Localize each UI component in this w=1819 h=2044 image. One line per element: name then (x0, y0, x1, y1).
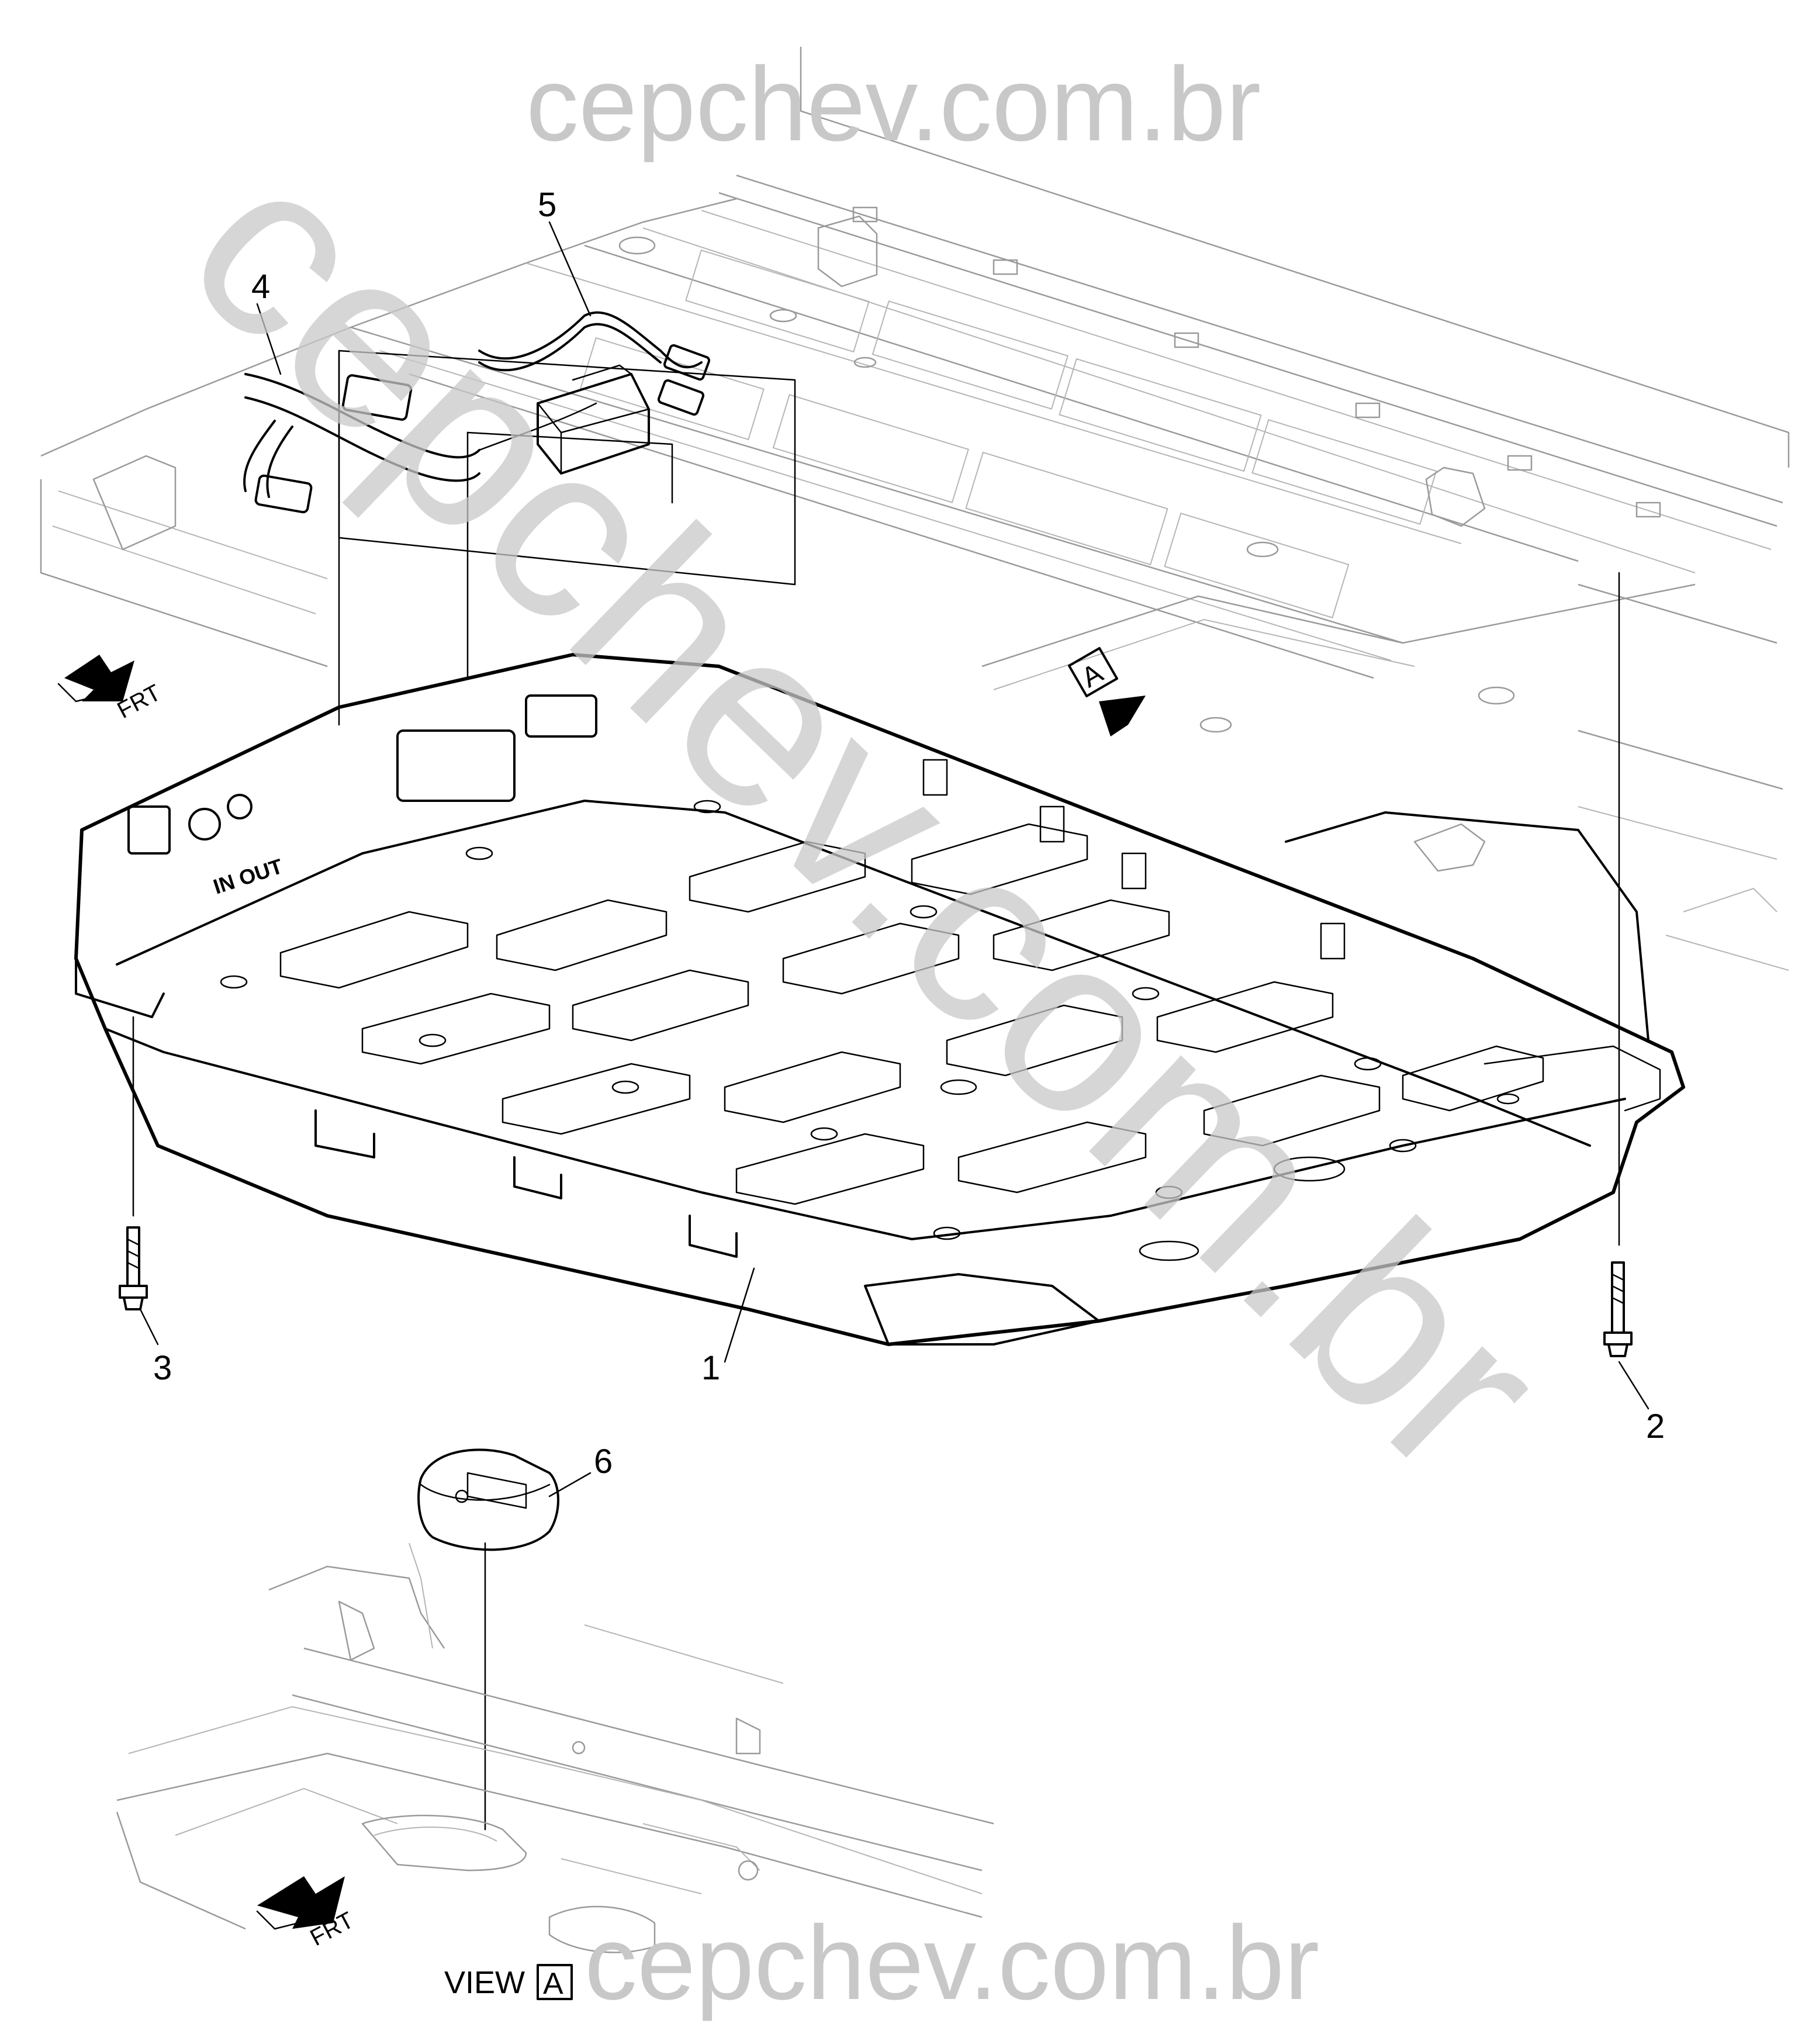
front-arrow-upper: FRT (57, 655, 165, 724)
view-a-label: VIEW A (444, 1964, 573, 2001)
callout-numbers: 4 5 1 3 2 6 (153, 186, 1665, 1481)
callout-6: 6 (594, 1443, 613, 1481)
sensor-module-6 (417, 1448, 559, 1831)
callout-3: 3 (153, 1349, 172, 1387)
watermark-diagonal: cepchev.com.br (137, 106, 1596, 1528)
callout-2: 2 (1646, 1407, 1665, 1445)
connector-leads (478, 311, 711, 416)
detail-view-a (116, 1448, 994, 1953)
vehicle-underbody-upper (40, 47, 1790, 971)
callout-4: 4 (251, 268, 270, 306)
leader-lines (139, 221, 1649, 1497)
watermark-top: cepchev.com.br (526, 46, 1261, 163)
watermark-bottom: cepchev.com.br (585, 1904, 1319, 2022)
wiring-harness (243, 373, 597, 514)
callout-5: 5 (538, 186, 556, 224)
control-module (537, 364, 650, 475)
bolt-2 (1603, 572, 1633, 1357)
view-label-letter: A (543, 1967, 563, 2001)
view-a-indicator: A (1068, 647, 1146, 736)
watermarks: cepchev.com.br cepchev.com.br cepchev.co… (137, 46, 1596, 2022)
detail-leader-planes (338, 350, 796, 726)
callout-1: 1 (701, 1349, 720, 1387)
bolt-3 (119, 1016, 148, 1310)
front-arrow-lower: FRT (256, 1876, 358, 1951)
view-label-text: VIEW (444, 1965, 525, 2000)
